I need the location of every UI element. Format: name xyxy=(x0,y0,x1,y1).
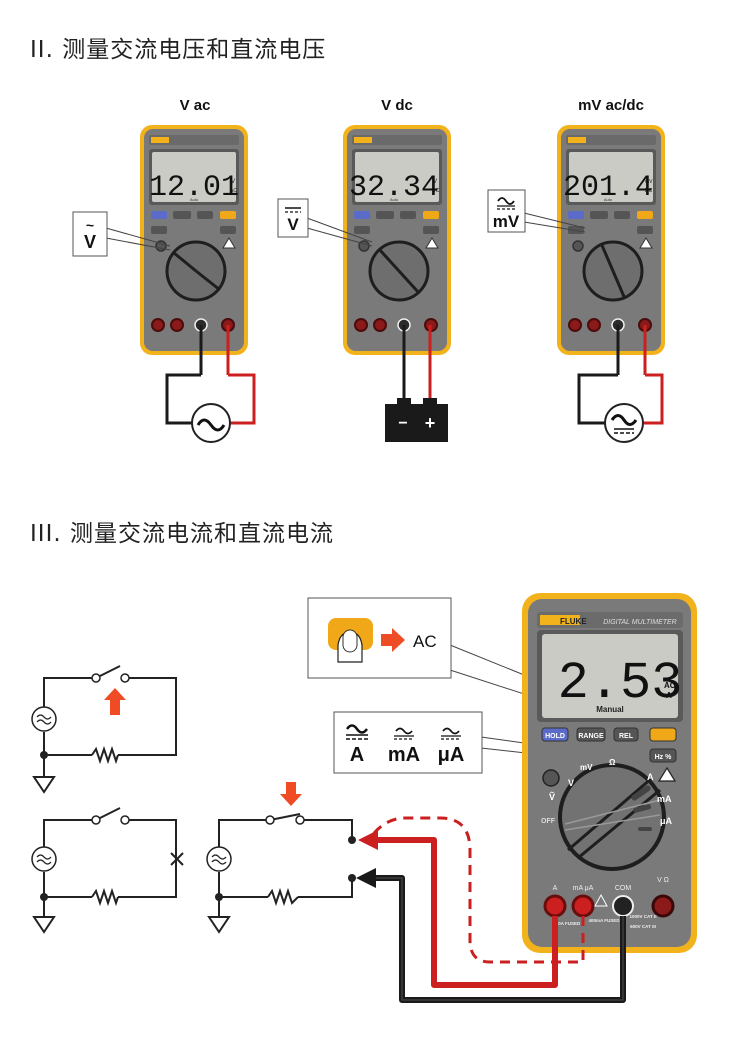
range-button-label: RANGE xyxy=(578,733,604,740)
circuit-measure xyxy=(218,813,353,926)
dial-label-ohm: Ω xyxy=(609,758,616,767)
lcd-range-mode: Auto xyxy=(390,197,399,202)
red-lead-alternate-dashed xyxy=(368,816,585,964)
callout-mv xyxy=(487,189,526,233)
dial-label-off: OFF xyxy=(541,818,556,825)
lcd-unit-dc: DC xyxy=(432,188,440,194)
section-title-voltage: II. 测量交流电压和直流电压 xyxy=(30,37,327,63)
callout-current-symbols xyxy=(333,711,483,774)
callout-v-ac xyxy=(72,211,108,257)
battery-icon xyxy=(385,404,448,442)
millivolt-symbol: mV xyxy=(493,212,520,231)
dial-label-ua: μA xyxy=(660,816,673,826)
a-fuse-note: 10A FUSED xyxy=(556,921,581,926)
brand-logo: FLUKE xyxy=(560,617,587,626)
mode-label-mv: mV ac/dc xyxy=(578,97,644,114)
multimeter-mv xyxy=(555,123,667,357)
circuit-broken xyxy=(43,807,184,926)
jack-label-a: A xyxy=(553,885,558,892)
lcd-unit-v-ac: V xyxy=(231,179,235,185)
jack-label-ma-ua: mA μA xyxy=(573,885,594,892)
callout-v-dc xyxy=(277,198,309,238)
arrow-right-icon xyxy=(381,628,405,652)
hz-percent-button[interactable] xyxy=(649,748,677,763)
cat-rating-note: 1000V CAT II xyxy=(630,914,657,919)
lcd-reading-v-dc: 32.34 xyxy=(349,171,439,205)
lcd-unit-amp: A xyxy=(666,691,672,700)
dial-label-v-dc: V xyxy=(568,778,574,788)
lcd-range-mode: Manual xyxy=(596,705,624,714)
multimeter-current xyxy=(522,593,697,953)
lcd-screen xyxy=(542,634,678,718)
lcd-range-mode: Auto xyxy=(190,197,199,202)
lcd-unit-dc: DC xyxy=(645,188,653,194)
lcd-reading-mv: 201.4 xyxy=(563,171,653,205)
arrow-down-icon xyxy=(280,782,302,806)
ac-tilde-symbol: ~ xyxy=(86,217,94,233)
section-title-current: III. 测量交流电流和直流电流 xyxy=(30,521,334,547)
volt-dc-symbol: V xyxy=(287,215,299,234)
dial-label-mv: mV xyxy=(580,763,593,772)
battery-plus: + xyxy=(425,413,436,433)
jack-label-com: COM xyxy=(615,885,632,892)
ground-icon xyxy=(207,916,231,934)
arrow-up-icon xyxy=(104,688,126,715)
amp-symbol: A xyxy=(350,744,364,766)
hold-button-label: HOLD xyxy=(545,733,565,740)
lcd-unit-v-dc: V xyxy=(433,179,437,185)
acdc-source-icon xyxy=(604,403,644,443)
cat-rating-note-2: 600V CAT III xyxy=(630,924,656,929)
ac-source-icon xyxy=(206,846,232,872)
mode-label-v-ac: V ac xyxy=(179,97,211,114)
range-button[interactable] xyxy=(576,727,606,742)
ground-icon xyxy=(32,776,56,794)
circuit-closed-switch-opened xyxy=(43,665,177,785)
jack-label-v-ohm: V Ω xyxy=(657,877,669,884)
dial-label-v-ac: Ṽ xyxy=(549,792,555,802)
lcd-reading-current: 2.53 xyxy=(558,654,683,713)
microamp-symbol: μA xyxy=(438,744,465,766)
lcd-range-mode: Auto xyxy=(604,197,613,202)
black-lead-v-ac xyxy=(165,373,201,425)
volt-symbol: V xyxy=(84,232,96,252)
gear-icon[interactable] xyxy=(542,769,560,787)
lcd-unit-ac: AC xyxy=(230,188,237,194)
mode-label-v-dc: V dc xyxy=(381,97,413,114)
yellow-function-button[interactable] xyxy=(649,727,677,742)
ac-source-icon xyxy=(31,706,57,732)
lcd-unit-ac: AC xyxy=(664,681,676,690)
hold-button[interactable] xyxy=(541,727,569,742)
jack-v-ohm[interactable] xyxy=(651,894,675,918)
hz-button-label: Hz % xyxy=(655,754,673,761)
jack-com[interactable] xyxy=(612,895,634,917)
rel-button[interactable] xyxy=(613,727,639,742)
ground-icon xyxy=(32,916,56,934)
red-lead-v-ac xyxy=(228,373,256,425)
jack-a[interactable] xyxy=(543,894,567,918)
ac-label: AC xyxy=(413,632,437,651)
multimeter-v-ac xyxy=(138,123,250,357)
rel-button-label: REL xyxy=(619,733,634,740)
model-label: DIGITAL MULTIMETER xyxy=(603,619,677,626)
lcd-reading-v-ac: 12.01 xyxy=(149,171,239,205)
ac-source-icon xyxy=(31,846,57,872)
dial-label-ma: mA xyxy=(657,794,672,804)
dial-label-a: A xyxy=(647,772,654,782)
lcd-unit-mv: mV xyxy=(645,179,653,185)
milliamp-symbol: mA xyxy=(388,744,420,766)
warning-icon xyxy=(657,766,677,782)
jack-ma-ua[interactable] xyxy=(571,894,595,918)
multimeter-v-dc xyxy=(341,123,453,357)
ma-fuse-note: 400mA FUSED xyxy=(588,918,620,923)
battery-minus: − xyxy=(398,415,407,432)
